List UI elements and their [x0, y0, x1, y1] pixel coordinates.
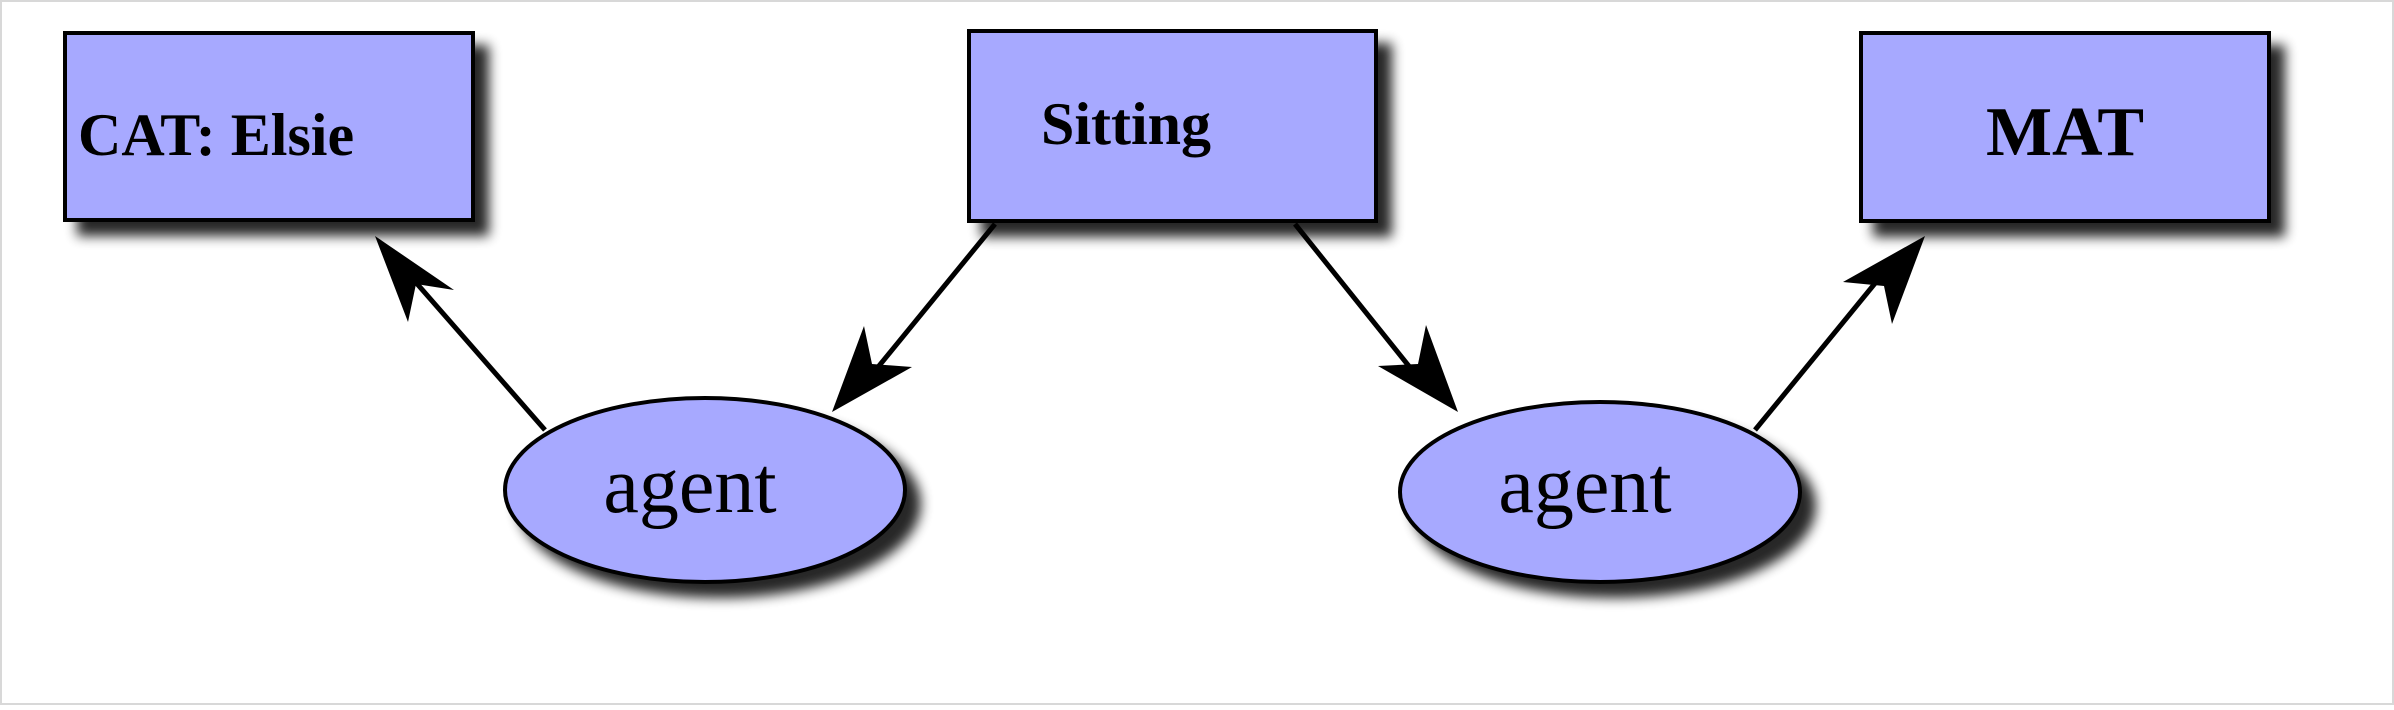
node-mat-label: MAT	[1986, 94, 2144, 171]
node-cat-elsie-label: CAT: Elsie	[78, 102, 354, 168]
node-mat	[1859, 31, 2271, 223]
edges	[375, 222, 1925, 432]
node-mat-box	[1859, 31, 2271, 223]
node-agent-right	[1398, 400, 1802, 584]
edge-sitting-to-agent-left	[832, 222, 997, 412]
node-sitting-box	[967, 29, 1378, 223]
edge-agent-right-to-mat	[1753, 236, 1925, 432]
node-agent-left	[503, 396, 907, 584]
node-sitting-label: Sitting	[1041, 91, 1211, 157]
node-cat-elsie-box	[63, 31, 475, 222]
edge-agent-left-to-cat	[375, 236, 547, 432]
node-agent-right-label: agent	[1498, 442, 1671, 530]
node-sitting	[967, 29, 1378, 223]
node-agent-right-ellipse	[1398, 400, 1802, 584]
node-cat-elsie	[63, 31, 475, 222]
node-agent-left-label: agent	[603, 442, 776, 530]
node-agent-left-ellipse	[503, 396, 907, 584]
nodes: CAT: Elsie Sitting MAT agent agent	[63, 29, 2271, 584]
edge-sitting-to-agent-right	[1293, 222, 1458, 412]
